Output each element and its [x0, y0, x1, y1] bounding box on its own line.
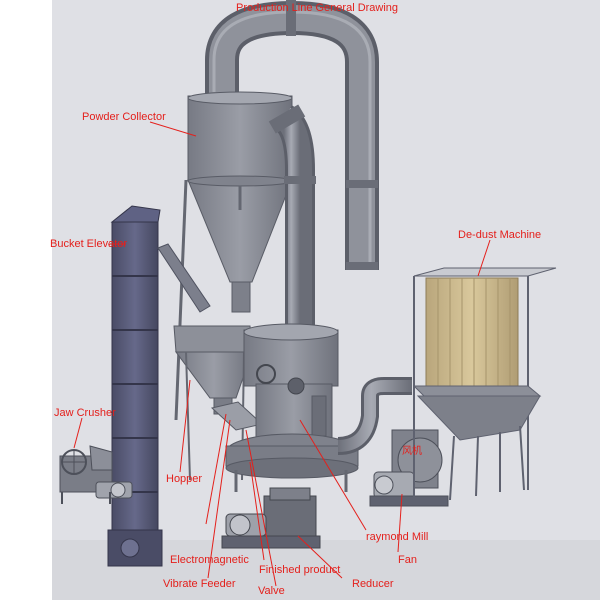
- leader-jaw-crusher: [73, 417, 83, 449]
- leader-de-dust: [477, 239, 491, 277]
- bucket-elevator: [107, 205, 211, 567]
- label-finished-product: Finished product: [259, 564, 341, 576]
- label-powder-collector: Powder Collector: [82, 111, 166, 123]
- label-vibrate-feeder: Vibrate Feeder: [163, 578, 236, 590]
- arch-pipe: [205, 0, 379, 270]
- leader-vibrate-feeder: [207, 419, 231, 579]
- jaw-crusher: [59, 445, 133, 504]
- mill-outlet-pipe: [268, 104, 316, 330]
- de-dust-machine: [412, 267, 557, 501]
- label-reducer: Reducer: [352, 578, 394, 590]
- raymond-mill-main-unit: [225, 323, 412, 492]
- leader-powder-collector: [149, 121, 197, 137]
- label-hopper: Hopper: [166, 473, 203, 485]
- leader-valve: [245, 429, 277, 587]
- label-electromagnetic: Electromagnetic: [170, 554, 249, 566]
- hopper: [173, 325, 264, 481]
- label-valve: Valve: [258, 585, 285, 597]
- diagram-title: Production Line General Drawing: [236, 2, 399, 14]
- label-de-dust-machine: De-dust Machine: [458, 229, 542, 241]
- label-raymond-mill: raymond Mill: [366, 531, 429, 543]
- leader-hopper: [179, 379, 191, 473]
- leader-lines: [73, 121, 491, 587]
- label-bucket-elevator: Bucket Elevator: [50, 238, 128, 250]
- leader-finished-product: [249, 461, 265, 561]
- fan-housing-mark: 风机: [402, 446, 422, 457]
- powder-collector-cyclone: [174, 91, 302, 421]
- label-jaw-crusher: Jaw Crusher: [54, 407, 116, 419]
- reducer-and-motor: [221, 487, 321, 549]
- leader-reducer: [297, 535, 343, 579]
- leader-raymond-mill: [299, 419, 367, 531]
- label-fan: Fan: [398, 554, 417, 566]
- leader-fan: [397, 493, 403, 553]
- leader-electromagnetic: [205, 413, 227, 525]
